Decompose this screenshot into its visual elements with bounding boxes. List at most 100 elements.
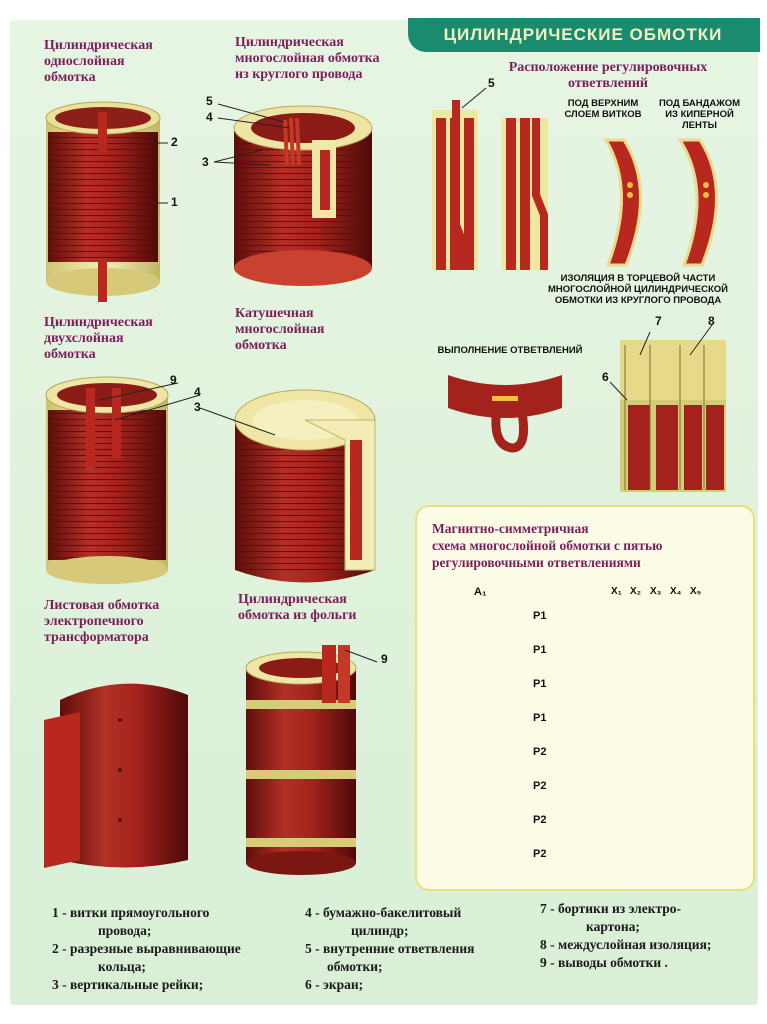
schema-x2: X₂ <box>630 586 642 597</box>
label-line: трансформатора <box>44 630 149 645</box>
label-line: схема многослойной обмотки с пятью <box>432 538 663 553</box>
schema-section: P2 <box>533 848 547 860</box>
legend-column-2: 4 - бумажно-бакелитовый цилиндр; 5 - вну… <box>305 904 535 994</box>
schema-a1: A₁ <box>474 586 487 598</box>
label-line: электропечного <box>44 614 144 629</box>
legend-item: 8 - междуслойная изоляция; <box>540 937 712 952</box>
label-line: двухслойная <box>44 331 124 346</box>
legend-item: 5 - внутренние ответвления <box>305 941 475 956</box>
label-line: СЛОЕМ ВИТКОВ <box>564 109 642 120</box>
multi-layer-round-wire-drawing <box>233 105 373 286</box>
label-line: Расположение регулировочных <box>508 60 708 75</box>
callout-5: 5 <box>206 94 213 108</box>
callout-4: 4 <box>206 110 213 124</box>
schema-section: P2 <box>533 780 547 792</box>
label-line: ИЗ КИПЕРНОЙ <box>665 109 734 120</box>
label-sheet-winding: Листовая обмотка электропечного трансфор… <box>44 598 159 646</box>
legend-item: картона; <box>586 919 640 934</box>
label-tap-placement: Расположение регулировочных ответвлений <box>468 60 748 92</box>
legend-item: 2 - разрезные выравнивающие <box>52 941 241 956</box>
schema-section: P1 <box>533 644 547 656</box>
label-line: Магнитно-симметричная <box>432 521 589 536</box>
legend-column-1: 1 - витки прямоугольного провода; 2 - ра… <box>52 904 302 994</box>
label-line: Цилиндрическая <box>44 315 153 330</box>
label-two-layer: Цилиндрическая двухслойная обмотка <box>44 315 153 363</box>
schema-x1: X₁ <box>611 586 622 597</box>
label-under-top-layer: ПОД ВЕРХНИМ СЛОЕМ ВИТКОВ <box>558 98 648 120</box>
schema-title: Магнитно-симметричная схема многослойной… <box>432 520 742 571</box>
insulation-end-drawing <box>620 340 726 492</box>
legend-item: 6 - экран; <box>305 977 364 992</box>
label-line: Цилиндрическая <box>238 592 347 607</box>
sheet-winding-drawing <box>44 683 188 868</box>
callout-8: 8 <box>708 314 715 328</box>
schema-section: P1 <box>533 678 547 690</box>
callout-4-b: 4 <box>194 385 201 399</box>
label-line: ответвлений <box>568 76 648 91</box>
label-line: из круглого провода <box>235 67 363 82</box>
callout-3: 3 <box>202 155 209 169</box>
label-line: обмотка <box>44 70 96 85</box>
label-tap-execution: ВЫПОЛНЕНИЕ ОТВЕТВЛЕНИЙ <box>437 345 583 356</box>
callout-9: 9 <box>170 373 177 387</box>
label-line: обмотка из фольги <box>238 608 357 623</box>
single-layer-winding-drawing <box>45 101 161 302</box>
callout-9-b: 9 <box>381 652 388 666</box>
leader-lines <box>99 87 713 663</box>
legend-item: 1 - витки прямоугольного <box>52 905 210 920</box>
schema-section: P2 <box>533 746 547 758</box>
page-title: ЦИЛИНДРИЧЕСКИЕ ОБМОТКИ <box>443 25 723 44</box>
two-layer-winding-drawing <box>45 376 169 584</box>
label-line: многослойная обмотка <box>235 51 380 66</box>
schema-x4: X₄ <box>670 586 682 597</box>
label-line: Листовая обмотка <box>44 598 160 613</box>
callout-2: 2 <box>171 135 178 149</box>
label-line: ПОД БАНДАЖОМ <box>658 98 741 109</box>
label-foil-winding: Цилиндрическая обмотка из фольги <box>238 592 357 624</box>
label-line: ЛЕНТЫ <box>682 120 717 131</box>
schema-section: P2 <box>533 814 547 826</box>
label-insulation-end: ИЗОЛЯЦИЯ В ТОРЦЕВОЙ ЧАСТИ МНОГОСЛОЙНОЙ Ц… <box>528 273 748 306</box>
tap-placement-drawing <box>432 100 718 270</box>
label-line: Цилиндрическая <box>235 35 344 50</box>
schema-x5: X₅ <box>690 586 702 597</box>
callout-7: 7 <box>655 314 662 328</box>
callout-6: 6 <box>602 370 609 384</box>
legend-item: 7 - бортики из электро- <box>540 901 682 916</box>
label-line: МНОГОСЛОЙНОЙ ЦИЛИНДРИЧЕСКОЙ <box>548 284 728 295</box>
label-line: ОБМОТКИ ИЗ КРУГЛОГО ПРОВОДА <box>554 295 722 306</box>
label-single-layer: Цилиндрическая однослойная обмотка <box>44 38 153 86</box>
legend-item: 4 - бумажно-бакелитовый <box>305 905 462 920</box>
label-line: многослойная <box>235 322 325 337</box>
legend-column-3: 7 - бортики из электро- картона; 8 - меж… <box>540 900 762 972</box>
label-multi-layer-round: Цилиндрическая многослойная обмотка из к… <box>235 35 380 83</box>
label-line: Катушечная <box>235 306 314 321</box>
label-coil-multi: Катушечная многослойная обмотка <box>235 306 324 354</box>
schema-section: P1 <box>533 610 547 622</box>
label-line: регулировочными ответвлениями <box>432 555 641 570</box>
legend-item: 9 - выводы обмотки . <box>540 955 668 970</box>
schema-x3: X₃ <box>650 586 662 597</box>
schema-panel <box>415 505 755 891</box>
callout-1: 1 <box>171 195 178 209</box>
callout-5-tap: 5 <box>488 76 495 90</box>
legend-item: кольца; <box>98 959 146 974</box>
label-line: обмотка <box>235 338 287 353</box>
legend-item: 3 - вертикальные рейки; <box>52 977 204 992</box>
label-line: ПОД ВЕРХНИМ <box>567 98 639 109</box>
title-banner <box>408 18 760 52</box>
legend-item: провода; <box>98 923 152 938</box>
legend-item: обмотки; <box>327 959 383 974</box>
label-under-bandage: ПОД БАНДАЖОМ ИЗ КИПЕРНОЙ ЛЕНТЫ <box>652 98 747 131</box>
legend-item: цилиндр; <box>351 923 409 938</box>
label-line: однослойная <box>44 54 125 69</box>
coil-multi-layer-drawing <box>234 389 376 583</box>
schema-section: P1 <box>533 712 547 724</box>
label-line: ИЗОЛЯЦИЯ В ТОРЦЕВОЙ ЧАСТИ <box>560 273 716 284</box>
callout-3-b: 3 <box>194 400 201 414</box>
tap-execution-drawing <box>448 375 562 453</box>
foil-winding-drawing <box>245 645 357 875</box>
label-line: Цилиндрическая <box>44 38 153 53</box>
label-line: обмотка <box>44 347 96 362</box>
